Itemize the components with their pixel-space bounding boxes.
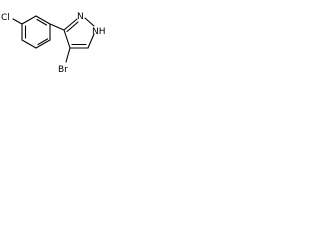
bond-ring-c1-c2 — [21, 15, 37, 25]
nh-label: NH — [92, 27, 106, 37]
bond-ring-c4-c5 — [35, 39, 51, 49]
bond-ring-double-2 — [37, 38, 49, 46]
bond-c3-n2 — [63, 18, 78, 31]
chlorophenyl-ring — [21, 15, 51, 49]
chlorine-label: Cl — [1, 13, 10, 23]
pyrazole-ring — [63, 17, 95, 49]
nitrogen-label: N — [77, 12, 84, 22]
bond-ring-c3-c4 — [21, 39, 37, 49]
bond-c4-c3 — [63, 29, 71, 49]
bond-n2-n1 — [84, 17, 95, 27]
bond-ring-c6-c1 — [35, 15, 51, 25]
molecule-structure: Cl N NH Br — [1, 12, 106, 75]
bond-phenyl-pyrazole — [49, 23, 65, 31]
bond-c-cl — [12, 18, 23, 25]
bond-c3-n2-double — [66, 21, 79, 33]
bromine-label: Br — [58, 65, 68, 75]
bond-n1-c5 — [87, 33, 95, 49]
bond-c-br — [65, 47, 71, 63]
bond-ring-double-3 — [36, 18, 48, 26]
